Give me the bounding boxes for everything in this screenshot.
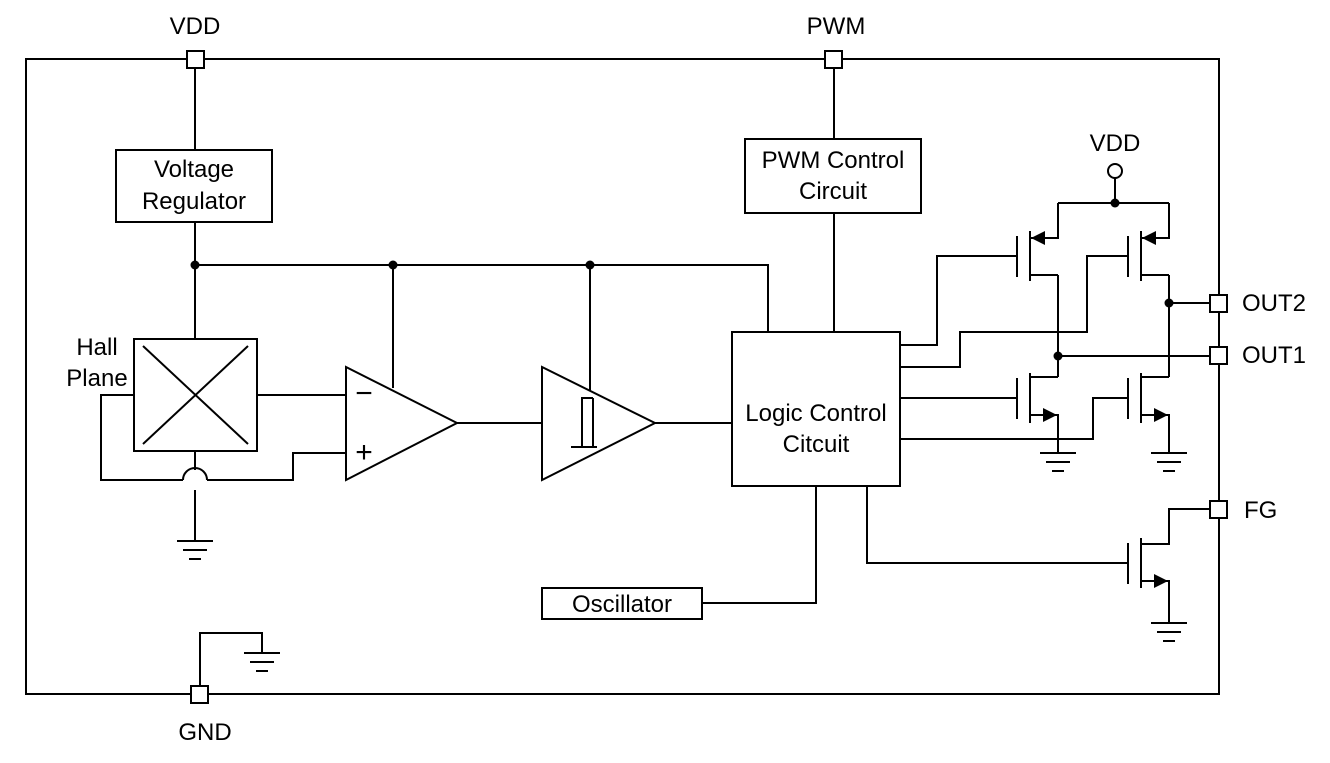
voltage-regulator-line1: Voltage	[154, 156, 234, 183]
ground-symbol	[1151, 622, 1187, 642]
junction-dot	[1164, 298, 1174, 308]
internal-vdd-label: VDD	[1090, 130, 1141, 157]
ground-symbol	[244, 652, 280, 672]
pin-pwm: PWM	[807, 13, 866, 69]
comparator-amplifier: − +	[345, 365, 460, 482]
pwm-control-block: PWM Control Circuit	[744, 138, 922, 214]
nmos-transistor-fg	[1127, 508, 1210, 622]
pin-out1-label: OUT1	[1242, 342, 1306, 369]
vdd-terminal	[1107, 163, 1123, 179]
pmos-transistor-right	[1127, 203, 1170, 281]
gate-wire-n2	[900, 397, 1128, 440]
junction-dot	[585, 260, 595, 270]
junction-dot	[1053, 351, 1063, 361]
junction-dot	[190, 260, 200, 270]
pin-fg: FG	[1209, 497, 1277, 524]
gate-wire-p1	[900, 255, 1017, 346]
nmos-transistor-left	[1016, 373, 1059, 452]
oscillator-block: Oscillator	[541, 587, 703, 620]
pin-pwm-label: PWM	[807, 13, 866, 40]
logic-control-line2: Citcuit	[783, 431, 850, 458]
logic-control-block: Logic Control Citcuit	[731, 331, 901, 487]
pmos-transistor-left	[1016, 203, 1059, 281]
pin-fg-label: FG	[1244, 497, 1277, 524]
junction-dot	[1110, 198, 1120, 208]
pwm-control-line2: Circuit	[799, 178, 867, 205]
internal-supply-rail	[195, 264, 769, 332]
oscillator-wire	[702, 486, 817, 604]
schmitt-trigger	[541, 365, 658, 482]
pin-out2-label: OUT2	[1242, 290, 1306, 317]
ground-symbol	[1040, 452, 1076, 472]
chip-outline	[25, 58, 1220, 695]
pin-out2: OUT2	[1209, 290, 1306, 317]
pwm-control-line1: PWM Control	[762, 147, 905, 174]
hall-plane-label-line2: Plane	[66, 365, 127, 392]
pin-gnd-label: GND	[178, 719, 231, 746]
hall-plane-sensor	[133, 338, 258, 452]
comparator-minus-label: −	[355, 377, 373, 410]
junction-dot	[388, 260, 398, 270]
pin-out1: OUT1	[1209, 342, 1306, 369]
oscillator-label: Oscillator	[572, 591, 672, 618]
gnd-internal-wire	[199, 632, 263, 686]
hall-to-plus-wire	[100, 394, 183, 481]
gate-wire-p2	[900, 255, 1128, 368]
gate-wire-fg	[866, 486, 1128, 564]
nmos-transistor-right	[1127, 373, 1170, 452]
pin-vdd: VDD	[170, 13, 221, 69]
pin-gnd: GND	[178, 685, 232, 746]
hall-plane-label-line1: Hall	[76, 334, 117, 361]
pin-vdd-label: VDD	[170, 13, 221, 40]
ground-symbol	[177, 540, 213, 560]
voltage-regulator-line2: Regulator	[142, 188, 246, 215]
ground-symbol	[1151, 452, 1187, 472]
comparator-plus-label: +	[355, 436, 373, 469]
voltage-regulator-block: Voltage Regulator	[115, 149, 273, 223]
logic-control-line1: Logic Control	[745, 400, 886, 427]
